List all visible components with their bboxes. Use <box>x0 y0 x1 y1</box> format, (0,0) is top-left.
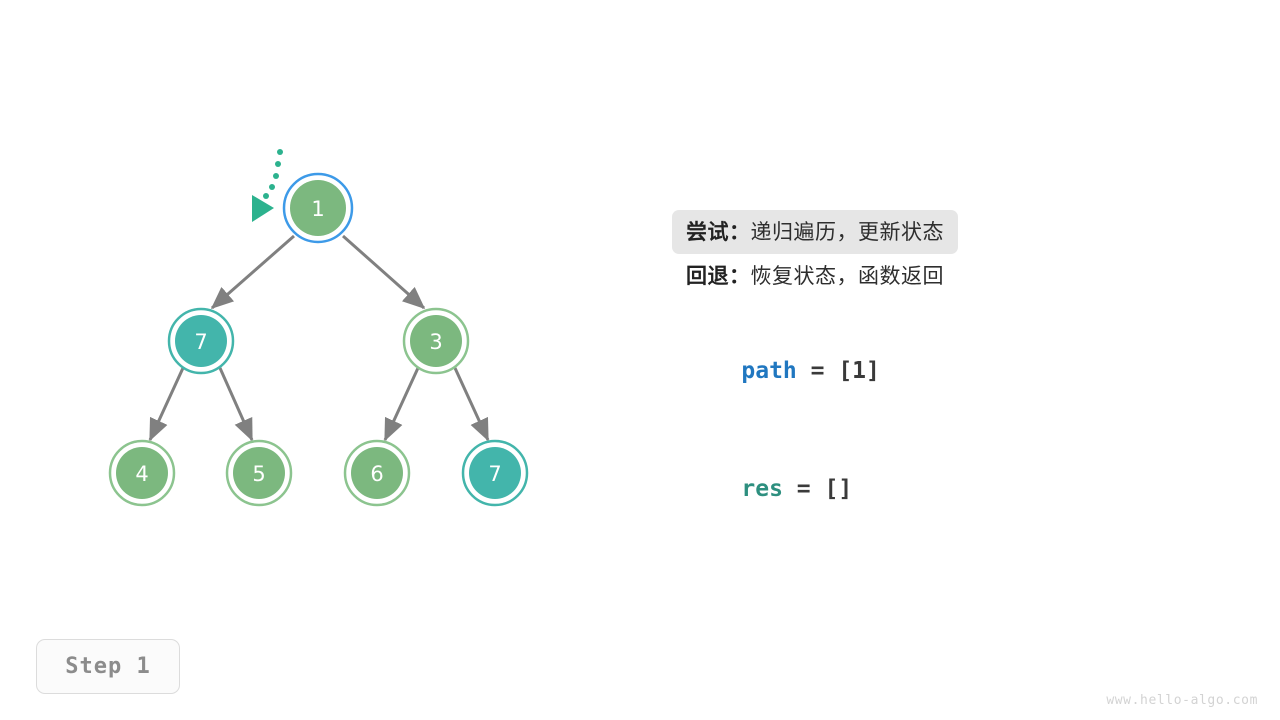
res-variable-value: = [] <box>782 476 853 502</box>
node-fill <box>233 447 285 499</box>
edge-left-to-ll <box>148 367 185 442</box>
node-outer-ring <box>108 439 176 507</box>
backtrack-text: 恢复状态，函数返回 <box>750 264 944 288</box>
path-variable-value: = [1] <box>796 358 880 384</box>
watermark: www.hello-algo.com <box>1106 693 1258 708</box>
node-inner-gap <box>111 442 173 504</box>
node-outer-ring <box>225 439 293 507</box>
node-value: 1 <box>311 197 324 221</box>
edge-right-to-rr <box>453 367 490 442</box>
node-value: 3 <box>429 330 442 354</box>
edge-root-to-right <box>342 234 426 310</box>
node-value: 7 <box>488 462 501 486</box>
node-outer-ring <box>343 439 411 507</box>
tree-node-right[interactable]: 3 <box>402 307 470 375</box>
tree-canvas: 1 7 3 4 5 <box>108 149 529 507</box>
node-fill <box>116 447 168 499</box>
node-fill <box>351 447 403 499</box>
res-variable-name: res <box>741 476 783 502</box>
node-inner-gap <box>285 175 351 241</box>
path-variable-row: path = [1] <box>686 332 880 410</box>
step-badge-label: Step 1 <box>65 654 151 679</box>
cursor-trail-dot <box>277 149 283 155</box>
edge-right-to-rl <box>383 367 420 442</box>
tree-node-root[interactable]: 1 <box>282 172 354 244</box>
tree-node-right-right[interactable]: 7 <box>461 439 529 507</box>
node-value: 4 <box>135 462 148 486</box>
node-outer-ring <box>402 307 470 375</box>
cursor-triangle-icon <box>252 195 274 222</box>
info-panel: 尝试：递归遍历，更新状态 回退：恢复状态，函数返回 path = [1] res… <box>672 210 1246 502</box>
try-row: 尝试：递归遍历，更新状态 <box>672 210 958 254</box>
edge-left-to-lr <box>218 367 254 442</box>
node-inner-gap <box>228 442 290 504</box>
tree-node-left-right[interactable]: 5 <box>225 439 293 507</box>
cursor-trail-dot <box>263 193 269 199</box>
node-inner-gap <box>346 442 408 504</box>
node-fill <box>175 315 227 367</box>
node-fill <box>290 180 346 236</box>
node-fill <box>469 447 521 499</box>
path-variable-name: path <box>741 358 797 384</box>
tree-node-right-left[interactable]: 6 <box>343 439 411 507</box>
binary-tree-diagram: 1 7 3 4 5 <box>108 149 529 507</box>
node-inner-gap <box>464 442 526 504</box>
tree-node-left-left[interactable]: 4 <box>108 439 176 507</box>
try-row-wrapper: 尝试：递归遍历，更新状态 <box>672 210 1246 254</box>
try-text: 递归遍历，更新状态 <box>750 220 944 244</box>
tree-edges <box>148 234 490 442</box>
backtrack-row: 回退：恢复状态，函数返回 <box>686 254 1246 298</box>
node-value: 6 <box>370 462 383 486</box>
node-outer-ring <box>282 172 354 244</box>
try-label: 尝试： <box>686 220 751 244</box>
node-outer-ring <box>167 307 235 375</box>
node-fill <box>410 315 462 367</box>
cursor-trail-dot <box>275 161 281 167</box>
node-value: 7 <box>194 330 207 354</box>
cursor-trail-dot <box>269 184 275 190</box>
edge-root-to-left <box>210 234 295 310</box>
node-inner-gap <box>405 310 467 372</box>
tree-node-left[interactable]: 7 <box>167 307 235 375</box>
cursor-trail-dot <box>273 173 279 179</box>
step-badge: Step 1 <box>36 639 180 694</box>
res-variable-row: res = [] <box>686 450 852 528</box>
backtrack-label: 回退： <box>686 264 751 288</box>
node-value: 5 <box>252 462 265 486</box>
node-inner-gap <box>170 310 232 372</box>
node-outer-ring <box>461 439 529 507</box>
cursor-pointer <box>252 149 283 222</box>
